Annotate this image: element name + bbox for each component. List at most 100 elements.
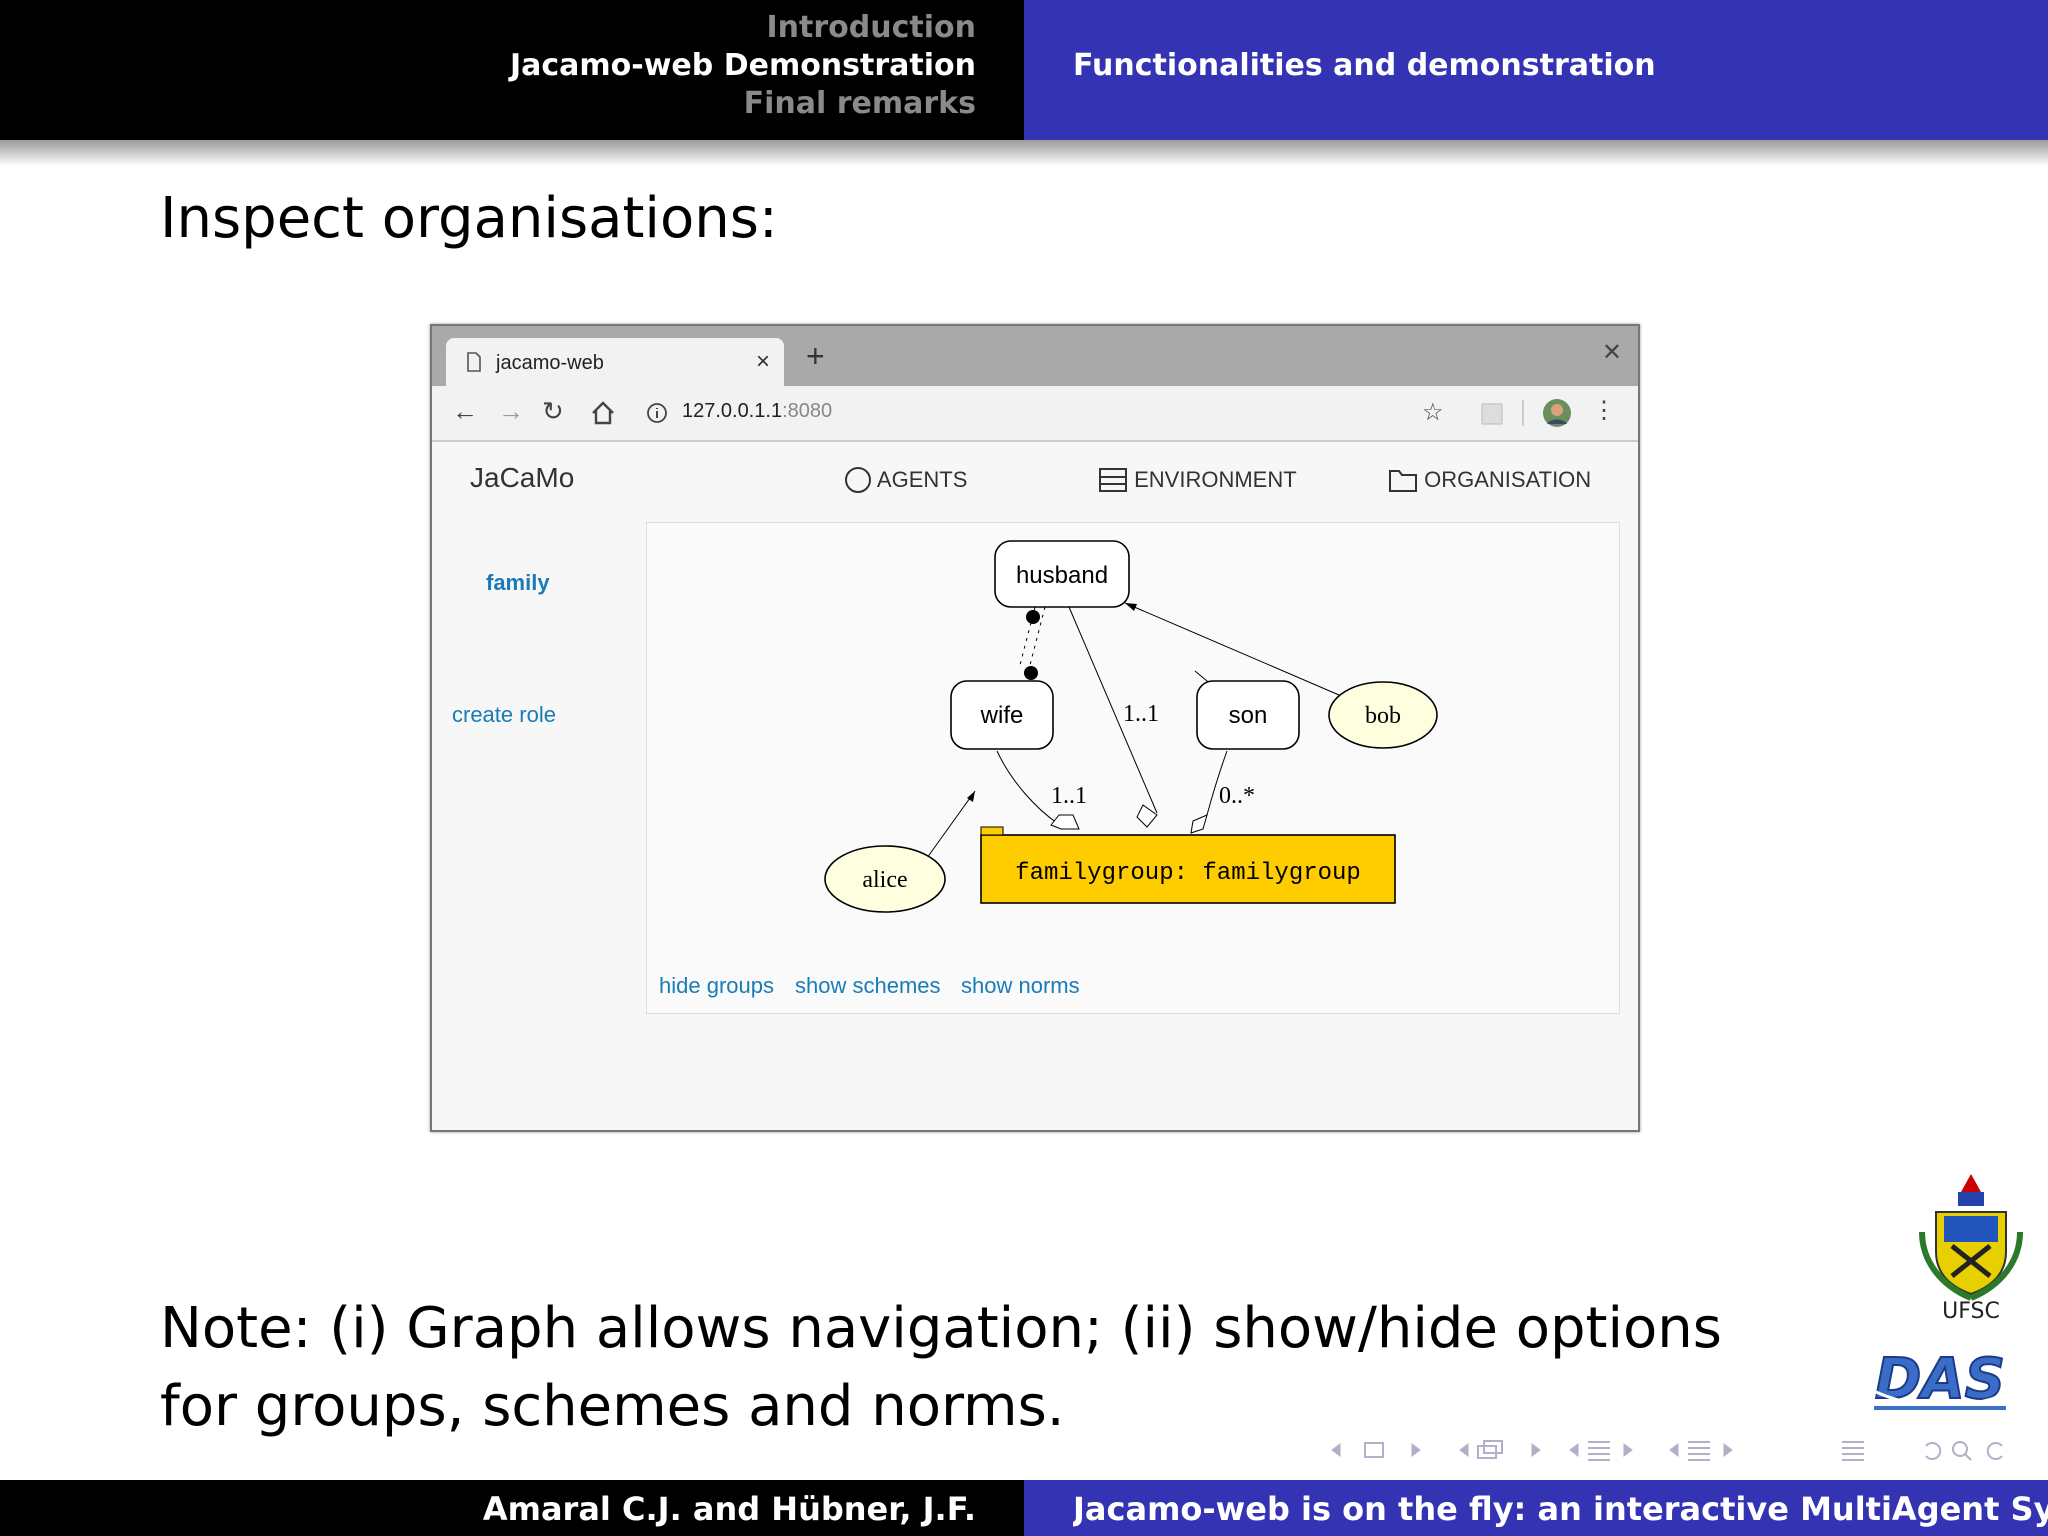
svg-text:DAS: DAS — [1875, 1347, 2005, 1412]
diamond-wife — [1050, 814, 1080, 830]
menu-organisation-label: ORGANISATION — [1424, 467, 1592, 492]
show-schemes-link[interactable]: show schemes — [795, 973, 941, 998]
arrow-alice-wife — [967, 791, 975, 802]
menu-agents-label: AGENTS — [876, 467, 968, 492]
group-label: familygroup: familygroup — [1015, 860, 1361, 887]
beamer-navigation — [1331, 1440, 2003, 1461]
organisation-graph[interactable]: 1..1 1..1 0..* husband wife son bob alic… — [647, 523, 1619, 953]
menu-environment[interactable]: ENVIRONMENT — [1098, 466, 1297, 494]
nav-next-section-icon[interactable] — [1623, 1443, 1633, 1457]
browser-menu-icon[interactable]: ⋮ — [1592, 397, 1616, 424]
tab-close-icon[interactable]: × — [755, 348, 770, 375]
nav-forward-icon[interactable] — [1986, 1442, 2003, 1460]
info-icon[interactable] — [646, 402, 668, 424]
nav-search-icon[interactable] — [1952, 1441, 1968, 1457]
profile-avatar[interactable] — [1542, 398, 1572, 428]
edge-dot-2 — [1024, 666, 1038, 680]
app-brand[interactable]: JaCaMo — [470, 462, 575, 493]
header-shadow — [0, 140, 2048, 166]
nav-document-icon[interactable] — [1688, 1441, 1710, 1461]
das-logo: DAS — [1870, 1346, 2010, 1416]
role-label-husband: husband — [1016, 562, 1108, 589]
edge-dot-1 — [1026, 610, 1040, 624]
menu-environment-label: ENVIRONMENT — [1134, 467, 1297, 492]
address-bar: ← → ↻ 127.0.0.1.1:8080 ☆ ⋮ — [432, 386, 1638, 442]
arrow-bob-husband — [1125, 603, 1137, 611]
edge-wife-group — [996, 750, 1058, 824]
role-node-son[interactable] — [1196, 680, 1300, 750]
header-right-bar — [1024, 0, 2048, 140]
nav-prev-document-icon[interactable] — [1669, 1443, 1679, 1457]
menu-agents[interactable]: AGENTS — [844, 466, 967, 494]
nav-subsection-icon[interactable] — [1477, 1440, 1503, 1459]
url-host: 127.0.0.1.1 — [682, 400, 783, 422]
browser-tabbar: jacamo-web × + ✕ — [432, 326, 1638, 386]
role-node-husband[interactable] — [994, 540, 1130, 608]
agent-node-bob[interactable] — [1328, 681, 1438, 749]
edge-son-group-2 — [1206, 750, 1228, 816]
cardinality-wife: 1..1 — [1051, 783, 1087, 809]
tab-title: jacamo-web — [496, 352, 604, 374]
edge-compat-2 — [1028, 606, 1046, 670]
page-icon — [467, 352, 481, 372]
nav-next-subsection-icon[interactable] — [1531, 1443, 1541, 1457]
nav-prev-frame-icon[interactable] — [1331, 1443, 1341, 1457]
edge-bob-husband — [1124, 602, 1340, 696]
nav-section-current[interactable]: Jacamo-web Demonstration — [509, 48, 976, 83]
agents-circle-icon — [845, 467, 871, 493]
nav-subsection[interactable]: Functionalities and demonstration — [1073, 48, 1656, 83]
browser-tab[interactable]: jacamo-web × — [446, 338, 784, 386]
ufsc-logo-text: UFSC — [1942, 1299, 2000, 1322]
nav-next-frame-icon[interactable] — [1411, 1443, 1421, 1457]
nav-appendix-icon[interactable] — [1842, 1441, 1864, 1461]
reload-icon[interactable]: ↻ — [542, 396, 564, 426]
create-role-link[interactable]: create role — [452, 702, 556, 727]
footer-authors: Amaral C.J. and Hübner, J.F. — [482, 1490, 976, 1528]
organisation-graph-panel: 1..1 1..1 0..* husband wife son bob alic… — [646, 522, 1620, 1014]
nav-prev-section-icon[interactable] — [1569, 1443, 1579, 1457]
sidebar-item-family[interactable]: family — [486, 570, 550, 595]
extension-icon[interactable] — [1480, 402, 1504, 426]
group-node-familygroup[interactable] — [980, 834, 1396, 904]
cardinality-husband: 1..1 — [1123, 701, 1159, 727]
ufsc-logo: UFSC — [1919, 1174, 2023, 1322]
new-tab-icon[interactable]: + — [806, 338, 825, 374]
diamond-son — [1190, 814, 1208, 834]
menu-organisation[interactable]: ORGANISATION — [1388, 466, 1591, 494]
window-close-icon[interactable]: ✕ — [1601, 339, 1622, 366]
environment-icon — [1099, 468, 1127, 492]
show-norms-link[interactable]: show norms — [961, 973, 1080, 998]
agent-label-alice: alice — [862, 867, 907, 893]
folder-icon — [1389, 470, 1417, 492]
edge-husband-group — [1068, 606, 1158, 814]
nav-section-introduction[interactable]: Introduction — [766, 10, 976, 45]
hide-groups-link[interactable]: hide groups — [659, 973, 774, 998]
frame-title: Inspect organisations: — [160, 186, 778, 251]
role-node-wife[interactable] — [950, 680, 1054, 750]
nav-next-document-icon[interactable] — [1723, 1443, 1733, 1457]
diamond-husband — [1136, 804, 1158, 828]
nav-frame-icon[interactable] — [1364, 1442, 1384, 1458]
agent-node-alice[interactable] — [824, 845, 946, 913]
nav-section-final-remarks[interactable]: Final remarks — [743, 86, 976, 121]
url-port: :8080 — [782, 400, 833, 422]
nav-back-icon[interactable] — [1925, 1442, 1942, 1460]
footer-right-bar — [1024, 1480, 2048, 1536]
nav-prev-subsection-icon[interactable] — [1459, 1443, 1469, 1457]
url-field[interactable]: 127.0.0.1.1:8080 — [682, 400, 832, 423]
back-icon[interactable]: ← — [452, 396, 478, 426]
role-label-wife: wife — [980, 702, 1024, 729]
footer-left-bar — [0, 1480, 1024, 1536]
app-page: JaCaMo AGENTS ENVIRONMENT ORGANISATION f… — [432, 442, 1638, 1130]
home-icon[interactable] — [590, 400, 616, 426]
toolbar-divider — [1522, 400, 1524, 426]
frame-note: Note: (i) Graph allows navigation; (ii) … — [160, 1296, 1722, 1439]
nav-section-icon[interactable] — [1588, 1441, 1610, 1461]
group-node-tab — [980, 826, 1004, 836]
role-label-son: son — [1229, 702, 1268, 729]
footer-title: Jacamo-web is on the fly: an interactive… — [1073, 1490, 2048, 1528]
forward-icon[interactable]: → — [498, 396, 524, 426]
agent-label-bob: bob — [1365, 703, 1401, 729]
bookmark-star-icon[interactable]: ☆ — [1422, 399, 1444, 426]
browser-screenshot: jacamo-web × + ✕ ← → ↻ 127.0.0.1.1:8080 … — [430, 324, 1640, 1132]
